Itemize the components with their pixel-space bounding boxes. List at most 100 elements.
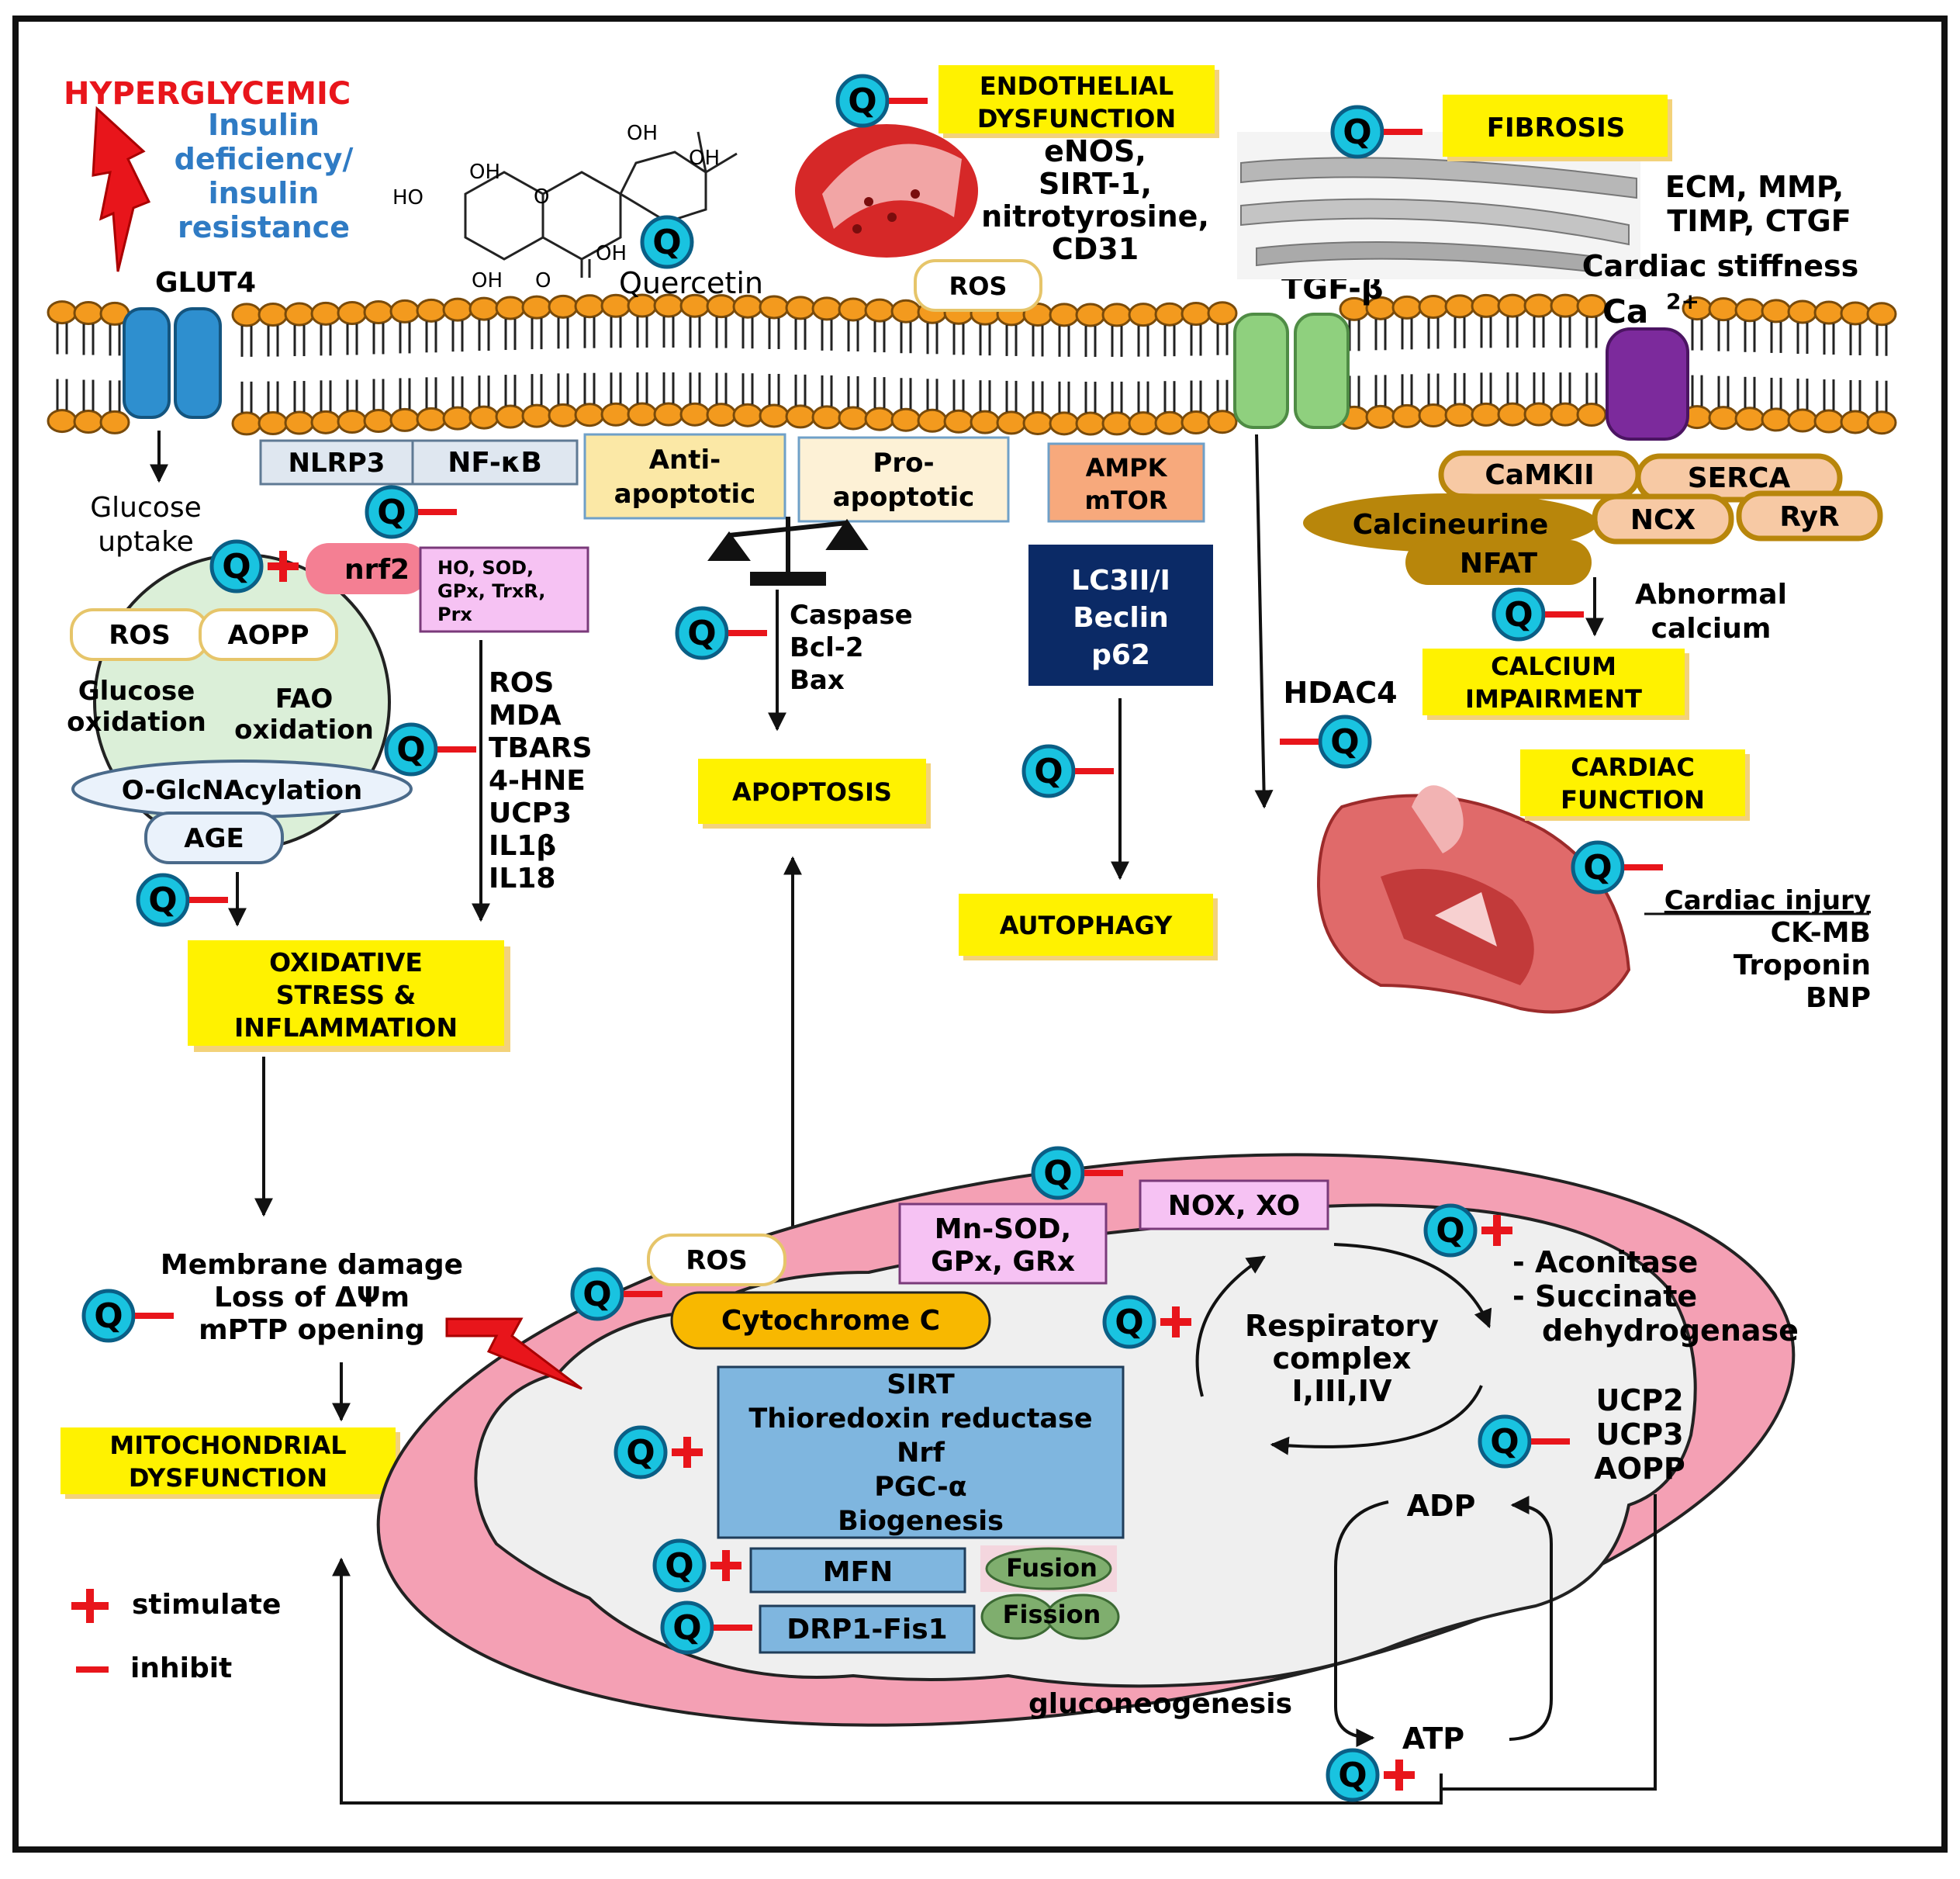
cardiac-marker-3: BNP xyxy=(1806,982,1871,1014)
serca-label: SERCA xyxy=(1688,462,1791,494)
lipid-head xyxy=(1075,411,1106,436)
quercetin-atom-oh-1: OH xyxy=(627,122,658,145)
antioxidant-box xyxy=(419,546,589,633)
tca-line-1: - Succinate xyxy=(1512,1279,1697,1313)
endothelial-title-1: ENDOTHELIAL xyxy=(980,71,1174,101)
lipid-head xyxy=(73,410,104,434)
quercetin-q-letter: Q xyxy=(1504,595,1533,635)
tca-line-1: - Aconitase xyxy=(1512,1245,1698,1279)
quercetin-q-marker: Q xyxy=(614,1425,703,1479)
oxidative-box xyxy=(188,940,504,1046)
ryr-box xyxy=(1736,490,1883,542)
quercetin-q-marker: Q xyxy=(1280,715,1372,769)
lipid-head xyxy=(310,301,341,326)
lipid-head xyxy=(890,407,921,432)
ampk-line-2: mTOR xyxy=(1084,486,1167,515)
lipid-head xyxy=(1761,407,1792,432)
glucose-oxidation-line-1: Glucose xyxy=(78,676,195,707)
autophagy-title: AUTOPHAGY xyxy=(1000,911,1173,940)
apoptosis-marker-3: Bax xyxy=(790,665,845,696)
insulin-line-4: resistance xyxy=(178,210,350,244)
quercetin-q-marker: Q xyxy=(570,1267,662,1321)
pro-apoptotic-box xyxy=(797,436,1010,523)
lipid-head xyxy=(1708,297,1739,322)
lipid-head xyxy=(363,409,394,434)
fao-oxidation-line-1: FAO xyxy=(275,683,334,715)
lipid-head xyxy=(99,410,130,434)
autophagy-box xyxy=(959,894,1213,956)
lipid-head xyxy=(1049,303,1080,327)
lipid-head xyxy=(310,410,341,434)
lipid-head xyxy=(1154,410,1185,435)
lipid-head xyxy=(653,402,684,427)
serca-box xyxy=(1635,453,1843,503)
blood-vessel-illustration xyxy=(795,124,978,258)
nox-label: NOX, XO xyxy=(1168,1190,1301,1222)
tgf-beta-channel xyxy=(1233,313,1350,429)
nfat-label: NFAT xyxy=(1460,548,1538,580)
lipid-head xyxy=(838,406,869,431)
sirt-box xyxy=(717,1365,1125,1539)
inflammation-marker-3: TBARS xyxy=(489,732,593,764)
lipid-head xyxy=(47,409,78,434)
quercetin-q-marker: Q xyxy=(835,74,928,128)
ucp-line-1: UCP2 xyxy=(1595,1383,1683,1417)
heart-illustration xyxy=(1316,785,1631,1014)
lipid-head xyxy=(917,408,948,433)
quercetin-q-marker: Q xyxy=(209,539,299,593)
glut4-label: GLUT4 xyxy=(155,267,256,299)
nrf2-box xyxy=(306,543,428,594)
lc3-box xyxy=(1028,545,1213,686)
lipid-head xyxy=(1391,295,1422,320)
lipid-head xyxy=(574,403,605,427)
fibrosis-marker-2: TIMP, CTGF xyxy=(1667,204,1851,238)
quercetin-q-letter: Q xyxy=(222,547,251,587)
ryr-label: RyR xyxy=(1779,501,1839,533)
lipid-head xyxy=(1101,303,1132,327)
quercetin-atom-oh-3: OH xyxy=(469,161,500,184)
quercetin-q-icon xyxy=(136,873,190,927)
lipid-head xyxy=(943,409,974,434)
ros-top-box xyxy=(914,259,1042,312)
lipid-head xyxy=(442,297,473,322)
quercetin-q-icon xyxy=(209,539,264,593)
lipid-head xyxy=(1734,407,1765,431)
endothelial-box xyxy=(939,65,1215,133)
lipid-head xyxy=(1471,293,1502,318)
pro-apoptotic-line-1: Pro- xyxy=(873,448,934,479)
apoptosis-title: APOPTOSIS xyxy=(732,777,892,807)
quercetin-q-marker: Q xyxy=(1326,1748,1415,1802)
ampk-line-1: AMPK xyxy=(1086,453,1168,483)
quercetin-q-letter: Q xyxy=(1343,112,1371,152)
lipid-head xyxy=(706,403,737,427)
quercetin-q-icon xyxy=(640,215,694,269)
quercetin-q-letter: Q xyxy=(1490,1422,1519,1462)
lipid-head xyxy=(864,298,895,323)
ucp-line-2: UCP3 xyxy=(1595,1417,1683,1452)
inflammation-marker-1: ROS xyxy=(489,667,554,699)
lipid-head xyxy=(1418,295,1449,320)
fission-mito-icon-right xyxy=(1046,1594,1120,1640)
mitochondrial-title-1: MITOCHONDRIAL xyxy=(109,1431,346,1460)
nrf2-label: nrf2 xyxy=(344,554,410,586)
legend-inhibit-label: inhibit xyxy=(130,1652,232,1684)
quercetin-q-icon xyxy=(1318,715,1372,769)
lipid-head xyxy=(548,403,579,427)
lipid-head xyxy=(679,402,710,427)
lipid-head xyxy=(416,407,447,431)
calcium-channel xyxy=(1606,327,1689,441)
glut4-channel xyxy=(123,307,222,419)
quercetin-q-letter: Q xyxy=(94,1296,123,1336)
lc3-line-2: Beclin xyxy=(1073,602,1169,634)
ampk-box xyxy=(1047,442,1205,523)
quercetin-atom-o-2: O xyxy=(535,269,551,292)
pro-apoptotic-line-2: apoptotic xyxy=(833,482,975,513)
lipid-head xyxy=(1022,410,1053,435)
glucose-uptake-line-2: uptake xyxy=(98,526,194,558)
abnormal-calcium-line-1: Abnormal xyxy=(1635,579,1787,611)
quercetin-atom-oh-4: OH xyxy=(472,269,503,292)
lipid-head xyxy=(1550,293,1581,318)
quercetin-q-icon xyxy=(81,1289,136,1343)
quercetin-structure xyxy=(464,131,738,278)
quercetin-q-marker: Q xyxy=(1021,744,1114,798)
